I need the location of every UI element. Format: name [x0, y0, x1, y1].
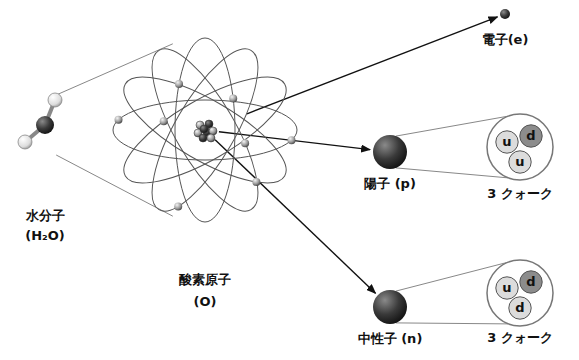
node-label: (O)	[194, 294, 217, 310]
anchor	[487, 260, 553, 326]
quark-group: 3 クォーク udu	[480, 112, 560, 222]
quark-letter: u	[515, 154, 524, 170]
quark-letter: u	[502, 134, 511, 150]
node-label: 水分子	[26, 208, 65, 224]
anchor	[509, 297, 531, 319]
oxygen-atom: 酸素原子 (O)	[110, 10, 300, 315]
node-label: 中性子 (n)	[358, 331, 423, 347]
proton: 陽子 (p)	[350, 130, 430, 200]
electron: 電子(e)	[470, 4, 540, 54]
arrow	[215, 140, 375, 294]
quark-letter: d	[526, 274, 535, 290]
anchor	[373, 135, 407, 169]
quark: u	[495, 130, 519, 154]
anchor	[13, 93, 77, 157]
quark: u	[508, 150, 532, 174]
anchor	[520, 125, 542, 147]
quark-letter: d	[526, 128, 535, 144]
node-label: (H₂O)	[25, 228, 65, 244]
node-label: 陽子 (p)	[364, 176, 416, 192]
quark: d	[519, 124, 543, 148]
quark: u	[495, 276, 519, 300]
zoom-line	[56, 44, 173, 216]
anchor	[373, 290, 407, 324]
molecule-illustration	[5, 80, 85, 250]
node-label: 3 クォーク	[487, 186, 553, 202]
quark: d	[508, 296, 532, 320]
anchor	[487, 114, 553, 180]
anchor	[520, 271, 542, 293]
node-label: 3 クォーク	[487, 330, 553, 346]
arrow	[247, 17, 498, 114]
node-label: 電子(e)	[482, 32, 529, 48]
anchor	[193, 118, 217, 142]
atom-illustration	[110, 10, 300, 315]
anchor	[500, 9, 510, 19]
node-label: 酸素原子	[179, 272, 231, 288]
quark-letter: d	[515, 300, 524, 316]
quark-letter: u	[502, 280, 511, 296]
quark: d	[519, 270, 543, 294]
anchor	[496, 277, 518, 299]
anchor	[509, 151, 531, 173]
anchor	[496, 131, 518, 153]
water-molecule: 水分子 (H₂O)	[5, 80, 85, 250]
quark-group: 3 クォーク udd	[480, 258, 560, 358]
neutron: 中性子 (n)	[350, 285, 430, 355]
